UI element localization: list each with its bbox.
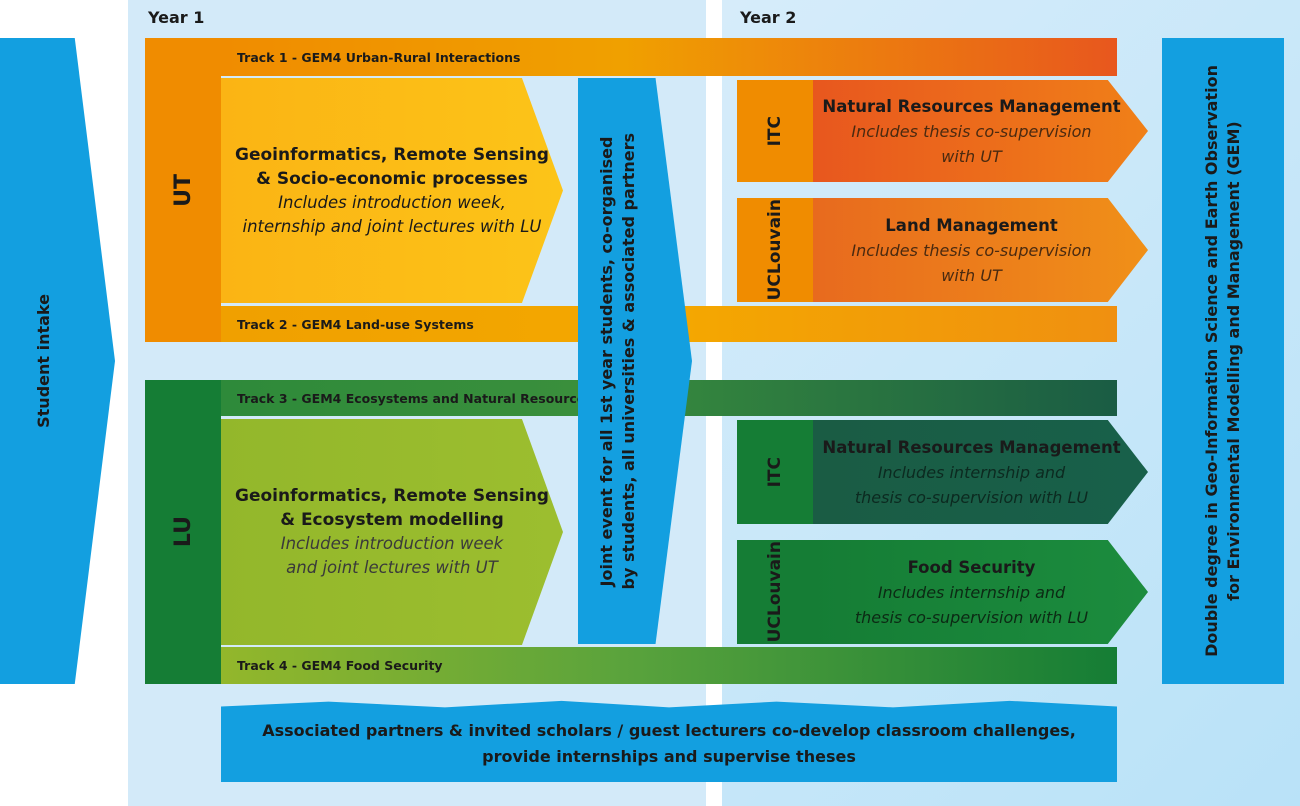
track1-bar: Track 1 - GEM4 Urban-Rural Interactions <box>221 38 1117 76</box>
double-degree-box: Double degree in Geo-Information Science… <box>1162 38 1284 684</box>
lu-program-title-2: & Ecosystem modelling <box>280 510 504 530</box>
lu-label: LU <box>170 516 196 548</box>
program2-inst: UCLouvain <box>765 199 785 301</box>
year2-label: Year 2 <box>740 8 797 27</box>
program3-inst: ITC <box>765 456 785 488</box>
program4-sub-2: thesis co-supervision with LU <box>854 607 1089 627</box>
track4-bar: Track 4 - GEM4 Food Security <box>221 647 1117 684</box>
lu-program-sub-2: and joint lectures with UT <box>286 558 498 577</box>
program4-inst-box: UCLouvain <box>737 540 813 644</box>
double-degree-line-2: for Environmental Modelling and Manageme… <box>1224 121 1243 601</box>
program4-title: Food Security <box>907 557 1036 577</box>
program2-inst-box: UCLouvain <box>737 198 813 302</box>
ut-program-box: Geoinformatics, Remote Sensing & Socio-e… <box>221 78 563 303</box>
program2-sub-1: Includes thesis co-supervision <box>851 240 1092 260</box>
year1-label: Year 1 <box>148 8 205 27</box>
lu-block <box>145 380 221 684</box>
joint-event-text: Joint event for all 1st year students, c… <box>596 133 640 589</box>
program4-sub-1: Includes internship and <box>877 582 1066 602</box>
program1-sub-2: with UT <box>941 146 1002 166</box>
ut-label-box: UT <box>145 38 221 342</box>
track4-label: Track 4 - GEM4 Food Security <box>237 658 443 673</box>
ut-program-title-2: & Socio-economic processes <box>256 168 528 189</box>
program3-title: Natural Resources Management <box>822 437 1121 457</box>
program2-title: Land Management <box>885 215 1058 235</box>
ut-program-title-1: Geoinformatics, Remote Sensing <box>235 144 549 165</box>
ut-program-sub-1: Includes introduction week, <box>278 192 506 212</box>
partners-line-1: Associated partners & invited scholars /… <box>262 721 1076 740</box>
program1-inst-box: ITC <box>737 80 813 182</box>
student-intake-arrow: Student intake <box>0 38 115 684</box>
partners-line-2: provide internships and supervise theses <box>482 747 856 766</box>
partners-banner: Associated partners & invited scholars /… <box>221 700 1117 782</box>
program3-inst-box: ITC <box>737 420 813 524</box>
joint-event-line-2: by students, all universities & associat… <box>619 132 638 590</box>
lu-program-box: Geoinformatics, Remote Sensing & Ecosyst… <box>221 419 563 645</box>
track1-label: Track 1 - GEM4 Urban-Rural Interactions <box>237 49 521 65</box>
program4-box: Food Security Includes internship and th… <box>813 540 1148 644</box>
student-intake-label: Student intake <box>34 294 53 428</box>
lu-program-title-1: Geoinformatics, Remote Sensing <box>235 486 549 506</box>
program3-sub-2: thesis co-supervision with LU <box>854 487 1089 507</box>
ut-block <box>145 38 221 342</box>
double-degree-text: Double degree in Geo-Information Science… <box>1201 65 1245 657</box>
program3-box: Natural Resources Management Includes in… <box>813 420 1148 524</box>
program1-sub-1: Includes thesis co-supervision <box>851 121 1092 141</box>
ut-program-sub-2: internship and joint lectures with LU <box>242 216 542 236</box>
program2-box: Land Management Includes thesis co-super… <box>813 198 1148 302</box>
program1-inst: ITC <box>765 115 785 147</box>
double-degree-line-1: Double degree in Geo-Information Science… <box>1202 65 1221 657</box>
program3-sub-1: Includes internship and <box>877 462 1066 482</box>
ut-label: UT <box>170 173 196 207</box>
joint-event-line-1: Joint event for all 1st year students, c… <box>597 136 616 586</box>
lu-label-box: LU <box>145 380 221 684</box>
track3-label: Track 3 - GEM4 Ecosystems and Natural Re… <box>237 390 593 406</box>
program4-inst: UCLouvain <box>765 541 785 643</box>
program1-title: Natural Resources Management <box>822 96 1121 116</box>
program1-box: Natural Resources Management Includes th… <box>813 80 1148 182</box>
lu-program-sub-1: Includes introduction week <box>280 534 504 553</box>
track2-label: Track 2 - GEM4 Land-use Systems <box>237 316 474 332</box>
program2-sub-2: with UT <box>941 265 1002 285</box>
